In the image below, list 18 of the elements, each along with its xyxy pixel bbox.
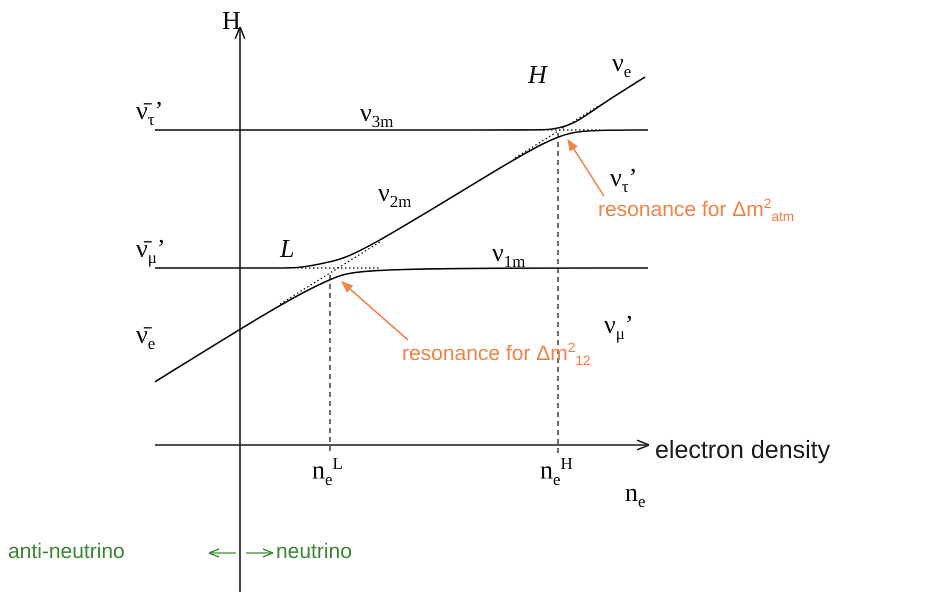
axis-title: electron density (655, 438, 830, 463)
axis-label: n$_{e}$ (625, 480, 646, 512)
leader-arrow (567, 139, 605, 196)
direction-label: neutrino (276, 541, 352, 562)
level-label: ν̄$_{μ}$’ (136, 236, 166, 268)
direction-label: anti-neutrino (8, 541, 125, 562)
level-label: ν$_{e}$ (612, 50, 632, 82)
leader-arrow (341, 281, 409, 341)
level-label: ν$_{3m}$ (360, 100, 394, 132)
level-label: ν$_{μ}$’ (604, 312, 634, 344)
resonance-label: H (528, 62, 547, 88)
level-label: ν$_{τ}$’ (610, 165, 638, 196)
axis-label: H (222, 8, 241, 34)
level-label: ν̄$_{e}$ (136, 322, 156, 354)
level-label: ν$_{1m}$ (492, 240, 526, 272)
level-label: ν$_{2m}$ (378, 180, 412, 212)
level-label: ν̄$_{τ}$’ (136, 98, 164, 130)
resonance-label: L (280, 236, 294, 262)
